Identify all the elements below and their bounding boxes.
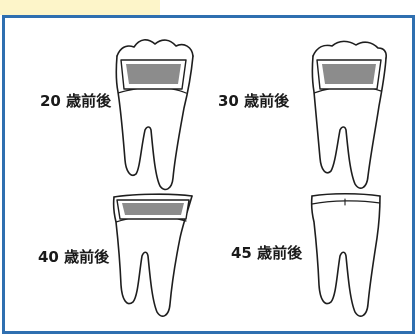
tooth-30-cusps [313, 41, 386, 58]
tooth-30 [312, 41, 386, 188]
tooth-45 [312, 194, 380, 316]
tooth-45-top [312, 194, 380, 196]
tooth-20 [116, 40, 193, 190]
tooth-30-enamel-fill [322, 64, 376, 84]
tooth-45-worn-edge [312, 201, 380, 204]
age-label-20: 20 歳前後 [40, 94, 111, 109]
tooth-40-top [114, 194, 192, 197]
age-label-45: 45 歳前後 [231, 246, 302, 261]
tooth-20-cusps [117, 40, 193, 56]
age-label-40: 40 歳前後 [38, 250, 109, 265]
tooth-45-outline [312, 196, 380, 316]
tooth-40-enamel-fill [122, 203, 184, 215]
tooth-40 [114, 194, 192, 316]
age-label-30: 30 歳前後 [218, 94, 289, 109]
tooth-20-enamel-fill [126, 64, 181, 84]
